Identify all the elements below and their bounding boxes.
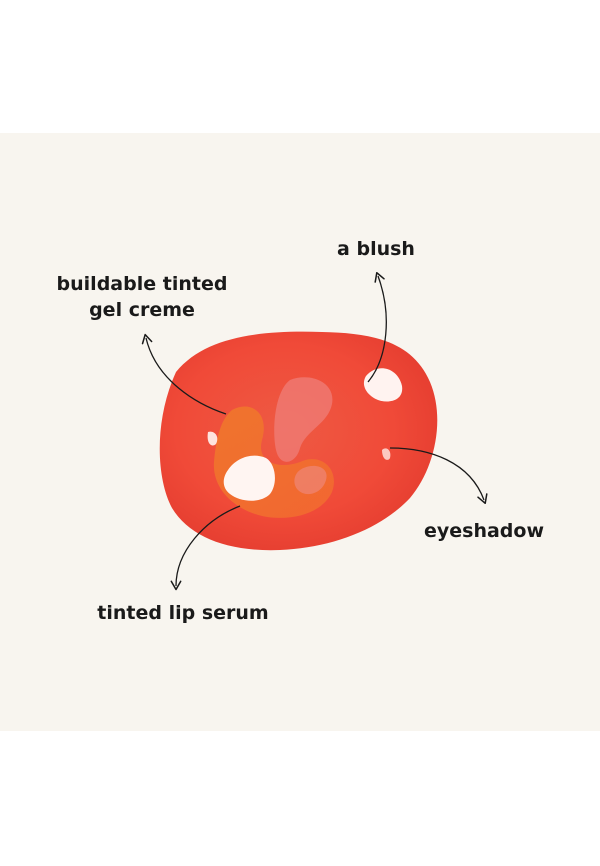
label-eyeshadow: eyeshadow xyxy=(423,520,545,542)
gel-swatch xyxy=(159,331,438,551)
arrow-to-lip-serum xyxy=(170,505,241,591)
label-blush: a blush xyxy=(337,238,415,260)
arrow-to-gel-creme xyxy=(141,333,227,415)
arrow-to-blush xyxy=(367,271,387,383)
label-gel-creme-line2: gel creme xyxy=(89,299,195,321)
label-gel-creme: buildable tinted gel creme xyxy=(40,271,244,323)
arrow-to-eyeshadow xyxy=(389,447,488,505)
label-gel-creme-line1: buildable tinted xyxy=(56,273,228,295)
label-lip-serum: tinted lip serum xyxy=(97,602,269,624)
